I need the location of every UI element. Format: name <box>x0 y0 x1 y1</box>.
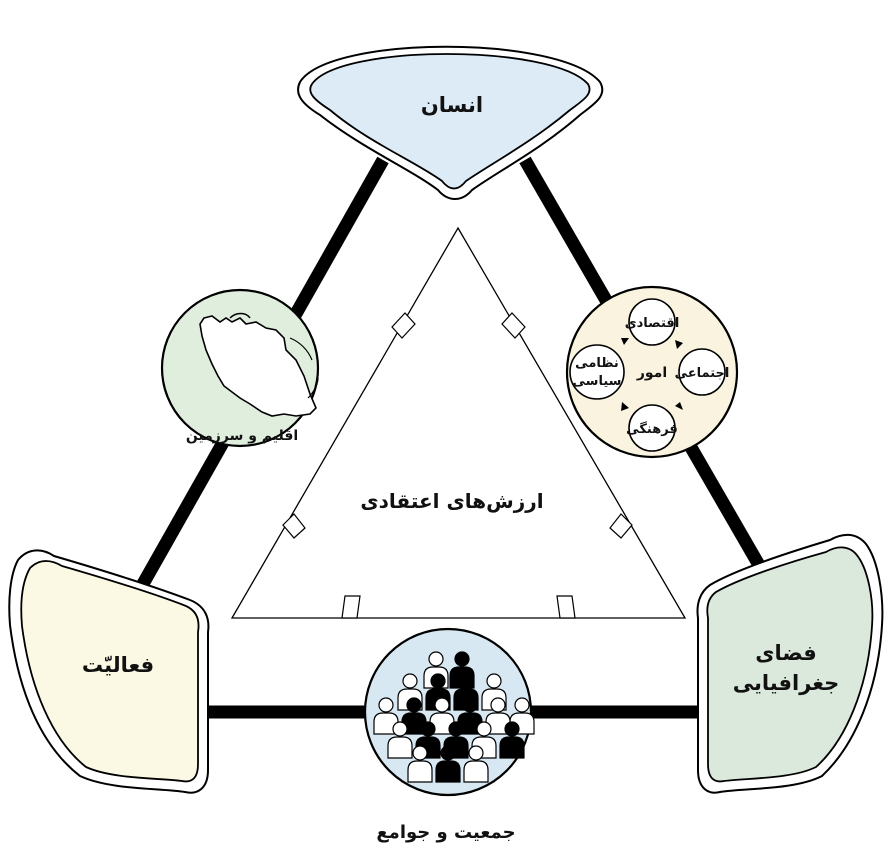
affairs-arrows <box>621 338 683 411</box>
affair-social-label: اجتماعی <box>675 366 730 381</box>
person-icon <box>429 697 455 735</box>
activity-label: فعالیّت <box>82 653 154 677</box>
affair-cultural <box>628 404 676 452</box>
affair-cultural-label: فرهنگی <box>626 421 678 437</box>
node-geo-space: فضای جغرافیایی <box>696 533 884 794</box>
climate-land-label: اقلیم و سرزمین <box>186 428 298 444</box>
population-label: جمعیت و جوامع <box>376 822 515 843</box>
node-climate-land: اقلیم و سرزمین <box>160 288 320 448</box>
person-icon <box>387 721 413 759</box>
person-icon <box>443 721 469 759</box>
affairs-center-label: امور <box>636 365 667 381</box>
node-population: جمعیت و جوامع <box>363 627 535 843</box>
person-icon <box>499 721 525 759</box>
person-icon <box>407 745 433 783</box>
person-icon <box>457 697 483 735</box>
affair-economic <box>628 298 676 346</box>
person-icon <box>401 697 427 735</box>
person-icon <box>463 745 489 783</box>
iran-map-icon <box>199 315 317 417</box>
affair-social <box>678 348 726 396</box>
node-human: انسان <box>297 45 604 200</box>
affair-economic-label: اقتصادی <box>625 316 680 331</box>
center-triangle: ارزش‌های اعتقادی <box>230 226 687 619</box>
node-affairs: امور اقتصادی اجتماعی فرهنگی نظامی سیاسی <box>565 285 739 459</box>
affair-political <box>569 344 625 400</box>
center-label: ارزش‌های اعتقادی <box>360 489 543 513</box>
geo-space-label-2: جغرافیایی <box>733 671 840 695</box>
affair-political-label-1: نظامی <box>575 356 619 371</box>
person-icon <box>435 745 461 783</box>
person-icon <box>373 697 399 735</box>
node-activity: فعالیّت <box>8 549 210 794</box>
people-icon-group <box>373 651 535 783</box>
affair-political-label-2: سیاسی <box>573 374 622 389</box>
human-label: انسان <box>421 93 483 117</box>
person-icon <box>485 697 511 735</box>
geo-space-label-1: فضای <box>755 641 817 665</box>
